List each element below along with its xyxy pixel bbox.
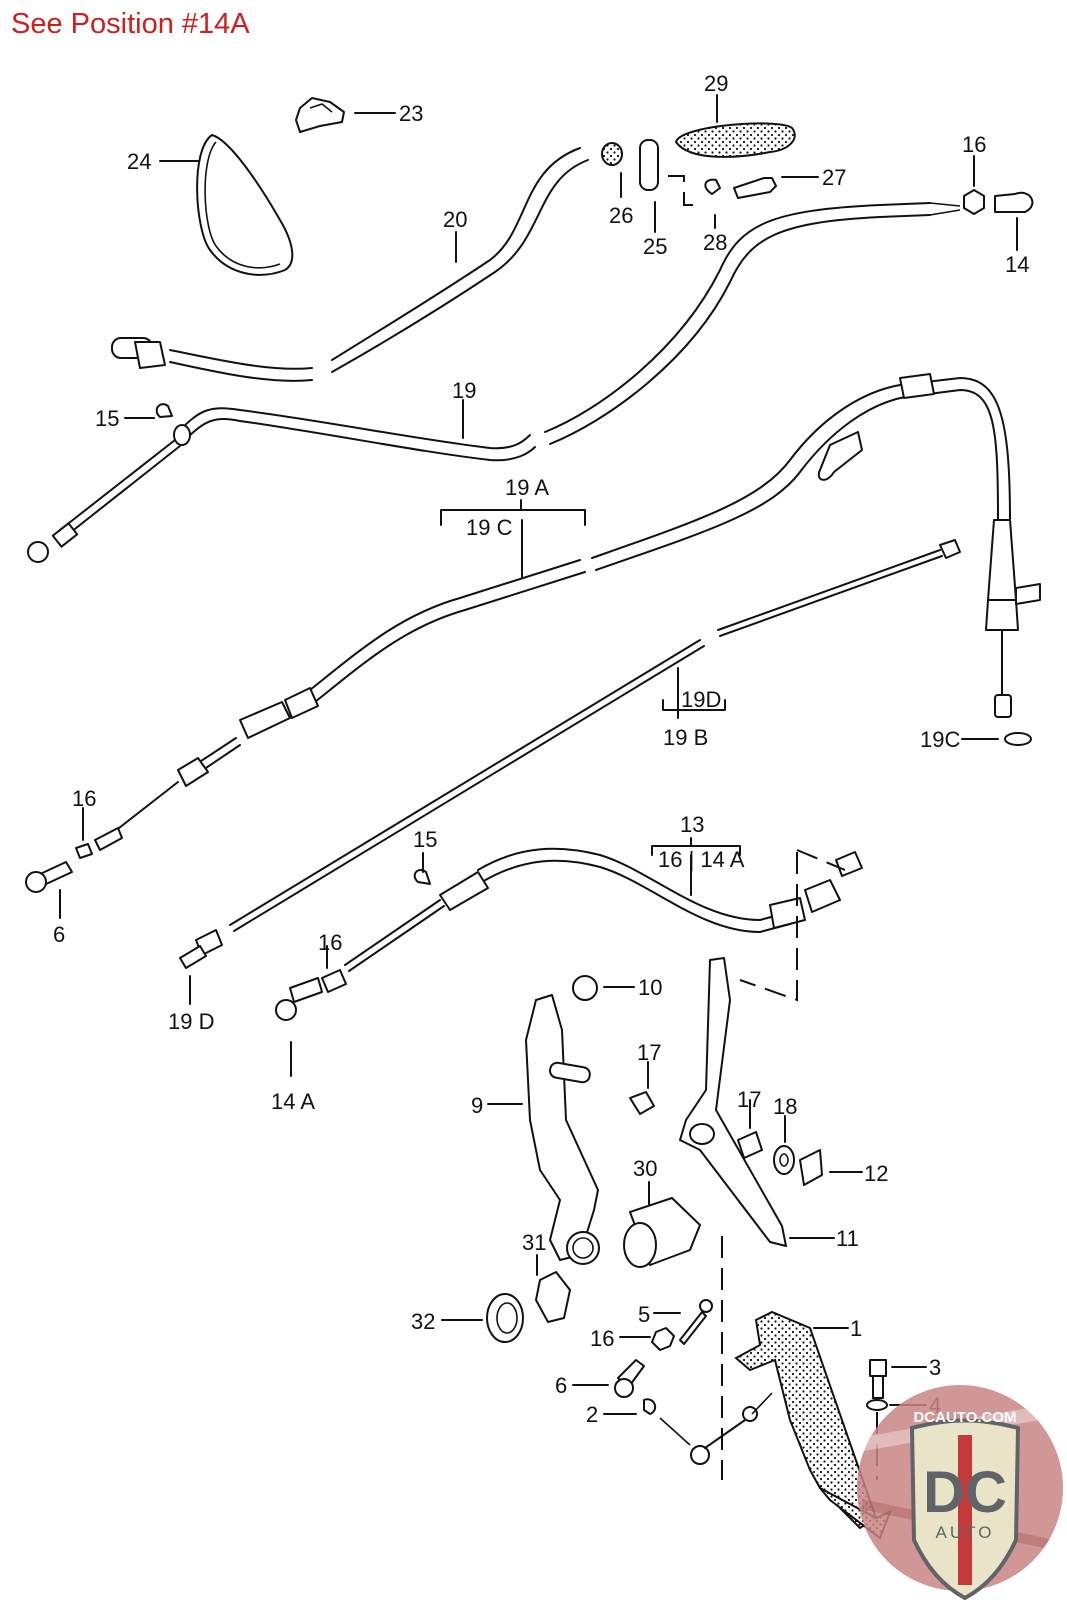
bearing-part-30 xyxy=(623,1181,701,1268)
washer-part-18 xyxy=(773,1115,795,1175)
bellows-29 xyxy=(674,122,796,158)
nut-ball-upper-right xyxy=(963,155,1034,251)
ring-nut-part-32 xyxy=(441,1293,524,1343)
label-5: 5 xyxy=(638,1302,650,1327)
hose-part-20 xyxy=(111,147,589,382)
logo-stripe xyxy=(958,1435,972,1585)
label-6-low: 6 xyxy=(555,1373,567,1398)
clip-15-upper xyxy=(155,403,173,418)
bushing-part-10 xyxy=(572,975,635,1001)
label-6-left: 6 xyxy=(53,922,65,947)
cable-part-19 xyxy=(27,202,961,563)
label-32: 32 xyxy=(411,1309,435,1334)
logo-site: DCAUTO.COM xyxy=(913,1409,1016,1426)
cable-loop-part-24 xyxy=(159,134,294,276)
label-13: 13 xyxy=(680,812,704,837)
label-16-left: 16 xyxy=(72,786,96,811)
label-29: 29 xyxy=(704,71,728,96)
label-1: 1 xyxy=(850,1316,862,1341)
clip-part-17-right xyxy=(737,1099,763,1159)
rod-part-19b xyxy=(179,539,961,1005)
label-10: 10 xyxy=(638,975,662,1000)
grommet-bellows-group xyxy=(601,94,819,233)
hardware-lower xyxy=(572,1299,773,1465)
screw-27 xyxy=(733,177,777,199)
label-15-top: 15 xyxy=(95,406,119,431)
clip-part-23 xyxy=(295,97,396,133)
label-31: 31 xyxy=(522,1230,546,1255)
clip-28 xyxy=(704,178,721,195)
label-13-sub: 16 | 14 A xyxy=(658,847,745,872)
plate-25 xyxy=(639,139,659,191)
label-16-top: 16 xyxy=(962,132,986,157)
label-17-right: 17 xyxy=(737,1087,761,1112)
label-20: 20 xyxy=(443,207,467,232)
clip-15-lower xyxy=(413,869,431,885)
label-3: 3 xyxy=(929,1355,941,1380)
part-labels: 23 24 20 29 26 25 28 27 16 14 15 19 19 A… xyxy=(53,71,1029,1427)
label-14: 14 xyxy=(1005,252,1029,277)
label-2: 2 xyxy=(586,1402,598,1427)
label-25: 25 xyxy=(643,234,667,259)
label-19c-ring: 19C xyxy=(920,727,960,752)
label-15-lower: 15 xyxy=(413,827,437,852)
bracket-part-12 xyxy=(799,1149,863,1186)
label-26: 26 xyxy=(609,203,633,228)
label-19b: 19 B xyxy=(663,725,708,750)
label-30: 30 xyxy=(633,1156,657,1181)
label-24: 24 xyxy=(127,149,151,174)
label-19d-bracket: 19D xyxy=(681,687,721,712)
label-18: 18 xyxy=(773,1094,797,1119)
label-23: 23 xyxy=(399,101,423,126)
label-19a: 19 A xyxy=(505,475,549,500)
bolt-part-3 xyxy=(869,1359,927,1399)
label-19: 19 xyxy=(452,378,476,403)
label-17-left: 17 xyxy=(637,1040,661,1065)
label-16-low: 16 xyxy=(590,1326,614,1351)
label-28: 28 xyxy=(703,230,727,255)
label-11: 11 xyxy=(836,1226,859,1251)
label-27: 27 xyxy=(822,165,846,190)
cable-part-19a xyxy=(25,373,1041,919)
label-19d: 19 D xyxy=(168,1009,214,1034)
see-position-note: See Position #14A xyxy=(11,8,250,40)
label-19c: 19 C xyxy=(466,515,513,540)
clip-part-17-left xyxy=(629,1061,655,1115)
logo-auto: AUTO xyxy=(936,1523,995,1542)
label-9: 9 xyxy=(471,1093,483,1118)
logo-dc: DC xyxy=(923,1460,1007,1525)
label-14a: 14 A xyxy=(271,1089,315,1114)
gasket-part-31 xyxy=(535,1254,571,1323)
cable-part-13 xyxy=(275,837,863,1077)
dcauto-watermark: DCAUTO.COM DC AUTO xyxy=(857,1385,1063,1600)
label-12: 12 xyxy=(864,1161,888,1186)
lever-part-11 xyxy=(679,957,835,1480)
grommet-26 xyxy=(601,142,623,166)
lever-part-9 xyxy=(487,994,600,1265)
label-16-mid: 16 xyxy=(318,930,342,955)
